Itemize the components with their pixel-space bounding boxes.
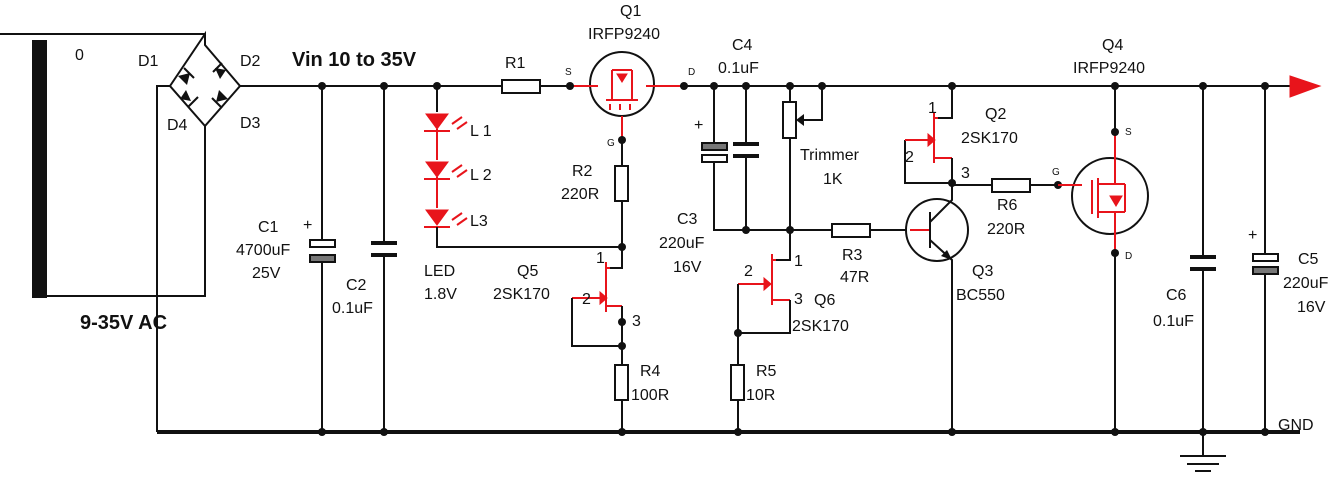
q1-source-pin: S	[565, 67, 572, 78]
capacitor-c2	[371, 86, 397, 432]
led-voltage: 1.8V	[424, 286, 457, 303]
trimmer-value: 1K	[823, 171, 843, 188]
c4-value: 0.1uF	[718, 60, 759, 77]
resistor-r6	[991, 178, 1031, 193]
gnd-label: GND	[1278, 417, 1314, 434]
trimmer-potentiometer	[782, 86, 823, 248]
jfet-q2	[904, 86, 953, 184]
c5-voltage: 16V	[1297, 299, 1326, 316]
d3-label: D3	[240, 115, 261, 132]
q1-name: Q1	[620, 3, 641, 20]
q6-pin-3: 3	[794, 291, 803, 308]
led-name: LED	[424, 263, 455, 280]
c6-value: 0.1uF	[1153, 313, 1194, 330]
q3-part: BC550	[956, 287, 1005, 304]
trimmer-name: Trimmer	[800, 147, 860, 164]
q1-gate-pin: G	[607, 138, 615, 149]
resistor-r5	[730, 364, 745, 401]
q2-name: Q2	[985, 106, 1006, 123]
q4-name: Q4	[1102, 37, 1123, 54]
c2-value: 0.1uF	[332, 300, 373, 317]
capacitor-c3	[701, 86, 790, 231]
r5-value: 10R	[746, 387, 775, 404]
capacitor-c6	[1190, 86, 1216, 432]
q5-part: 2SK170	[493, 286, 550, 303]
vin-label: Vin 10 to 35V	[292, 49, 417, 71]
capacitor-c1	[309, 86, 336, 432]
c5-plus: +	[1248, 227, 1257, 244]
resistor-r4	[614, 364, 629, 401]
r4-name: R4	[640, 363, 661, 380]
c1-voltage: 25V	[252, 265, 281, 282]
r6-name: R6	[997, 197, 1018, 214]
d1-label: D1	[138, 53, 159, 70]
capacitor-c5	[1252, 86, 1279, 432]
d4-label: D4	[167, 117, 188, 134]
q5-pin-2: 2	[582, 291, 591, 308]
transformer	[0, 33, 206, 298]
led-string	[424, 86, 622, 248]
mosfet-q4	[1058, 86, 1149, 432]
d2-label: D2	[240, 53, 261, 70]
c1-name: C1	[258, 219, 279, 236]
c3-voltage: 16V	[673, 259, 702, 276]
c3-name: C3	[677, 211, 698, 228]
l1-label: L 1	[470, 123, 492, 140]
ac-input-label: 9-35V AC	[80, 312, 167, 334]
resistor-r2	[614, 165, 629, 202]
mosfet-q1	[570, 51, 680, 138]
q5-pin-1: 1	[596, 250, 605, 267]
output-arrow-icon	[1289, 75, 1322, 98]
q2-pin-1: 1	[928, 100, 937, 117]
r6-value: 220R	[987, 221, 1025, 238]
q6-part: 2SK170	[792, 318, 849, 335]
q6-pin-1: 1	[794, 253, 803, 270]
bjt-q3	[905, 183, 969, 432]
q6-pin-2: 2	[744, 263, 753, 280]
resistor-r3	[831, 223, 871, 238]
c5-name: C5	[1298, 251, 1319, 268]
r2-value: 220R	[561, 186, 599, 203]
c5-value: 220uF	[1283, 275, 1329, 292]
q2-part: 2SK170	[961, 130, 1018, 147]
q4-gate-pin: G	[1052, 167, 1060, 178]
q3-name: Q3	[972, 263, 993, 280]
c4-name: C4	[732, 37, 753, 54]
q2-pin-3: 3	[961, 165, 970, 182]
c1-value: 4700uF	[236, 242, 290, 259]
q6-name: Q6	[814, 292, 835, 309]
r3-name: R3	[842, 247, 863, 264]
resistor-r1	[501, 79, 541, 94]
r5-name: R5	[756, 363, 777, 380]
ground-icon	[1180, 432, 1226, 472]
q4-source-pin: S	[1125, 127, 1132, 138]
c2-name: C2	[346, 277, 367, 294]
q1-drain-pin: D	[688, 67, 695, 78]
q5-pin-3: 3	[632, 313, 641, 330]
q4-part: IRFP9240	[1073, 60, 1145, 77]
transformer-tap-label: 0	[75, 47, 84, 64]
c3-plus: +	[694, 117, 703, 134]
r4-value: 100R	[631, 387, 669, 404]
r3-value: 47R	[840, 269, 869, 286]
q2-pin-2: 2	[905, 149, 914, 166]
c6-name: C6	[1166, 287, 1187, 304]
q1-part: IRFP9240	[588, 26, 660, 43]
l2-label: L 2	[470, 167, 492, 184]
l3-label: L3	[470, 213, 488, 230]
c3-value: 220uF	[659, 235, 705, 252]
r2-name: R2	[572, 163, 593, 180]
r1-label: R1	[505, 55, 526, 72]
q4-drain-pin: D	[1125, 251, 1132, 262]
q5-name: Q5	[517, 263, 538, 280]
capacitor-c4	[733, 86, 759, 230]
jfet-q6	[737, 248, 791, 432]
c1-plus: +	[303, 217, 312, 234]
